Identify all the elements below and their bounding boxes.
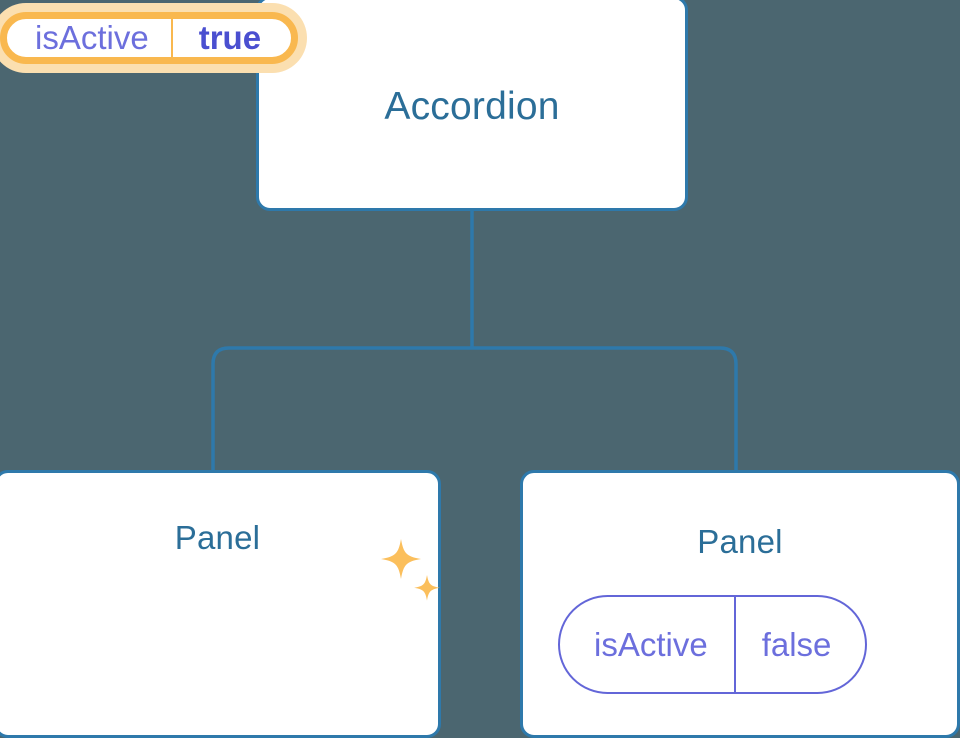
prop-pill-glow: isActive true: [0, 3, 308, 73]
prop-key-label: isActive: [35, 19, 149, 56]
prop-value-label: false: [733, 597, 866, 692]
node-card-accordion[interactable]: Accordion: [256, 0, 688, 211]
node-card-panel-active[interactable]: Panel isActive true: [0, 3, 441, 738]
connector-branch-bar: [211, 346, 738, 470]
prop-pill-is-active-true[interactable]: isActive true: [0, 12, 299, 64]
node-card-panel-inactive[interactable]: Panel isActive false: [520, 470, 960, 738]
sparkle-small-icon: [414, 575, 440, 601]
prop-pill-inactive-wrapper: isActive false: [558, 595, 868, 694]
prop-pill-is-active-false[interactable]: isActive false: [558, 595, 868, 694]
prop-key-label: isActive: [594, 625, 708, 663]
node-title-panel-active: Panel: [174, 519, 261, 556]
prop-value-label: true: [170, 19, 291, 57]
prop-pill-active-wrapper: isActive true: [0, 3, 308, 73]
node-title-accordion: Accordion: [384, 85, 560, 128]
node-title-panel-inactive: Panel: [697, 523, 783, 560]
